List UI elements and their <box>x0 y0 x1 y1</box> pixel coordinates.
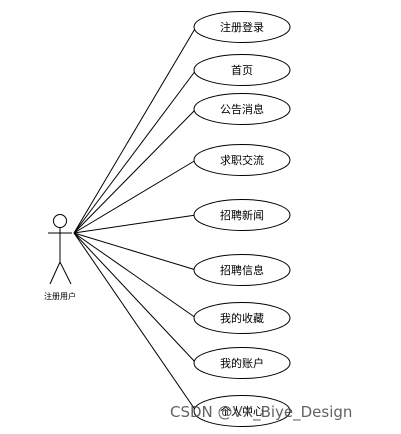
association-line <box>73 69 197 234</box>
use-case: 求职交流 <box>193 144 291 176</box>
use-case-label: 招聘信息 <box>220 263 264 277</box>
use-case-ellipse <box>193 254 291 286</box>
use-case: 我的账户 <box>193 347 291 379</box>
use-case-ellipse <box>193 347 291 379</box>
use-case-label: 首页 <box>231 63 253 77</box>
use-case-ellipse <box>193 54 291 86</box>
use-case: 个人中心 <box>193 395 291 427</box>
use-case-label: 个人中心 <box>220 405 264 418</box>
use-case-label: 公告消息 <box>220 102 264 116</box>
use-case-label: 求职交流 <box>220 153 264 167</box>
actor-label: 注册用户 <box>44 291 76 301</box>
association-line <box>73 232 197 271</box>
use-case: 招聘新闻 <box>193 199 291 231</box>
use-case-ellipse <box>193 93 291 125</box>
use-case-ellipse <box>193 144 291 176</box>
use-case-ellipse <box>193 199 291 231</box>
use-case-label: 我的账户 <box>220 356 264 370</box>
actor-right-leg <box>59 261 72 285</box>
actor-user: 注册用户 <box>44 214 76 301</box>
association-line <box>73 108 197 234</box>
use-case: 我的收藏 <box>193 302 291 334</box>
association-line <box>73 214 197 234</box>
use-case-label: 我的收藏 <box>220 311 264 325</box>
use-case-ellipse <box>193 11 291 43</box>
use-case: 首页 <box>193 54 291 86</box>
use-case-label: 注册登录 <box>220 20 264 34</box>
use-case-label: 招聘新闻 <box>220 208 264 222</box>
use-case: 招聘信息 <box>193 254 291 286</box>
use-case: 公告消息 <box>193 93 291 125</box>
association-line <box>73 232 197 319</box>
association-lines <box>73 26 197 412</box>
actor-head <box>53 214 67 228</box>
association-line <box>73 232 197 364</box>
association-line <box>73 232 197 412</box>
use-case-ellipse <box>193 395 291 427</box>
association-line <box>73 26 197 234</box>
use-case: 注册登录 <box>193 11 291 43</box>
actor-left-leg <box>49 261 61 285</box>
use-case-ellipse <box>193 302 291 334</box>
association-line <box>73 159 197 234</box>
